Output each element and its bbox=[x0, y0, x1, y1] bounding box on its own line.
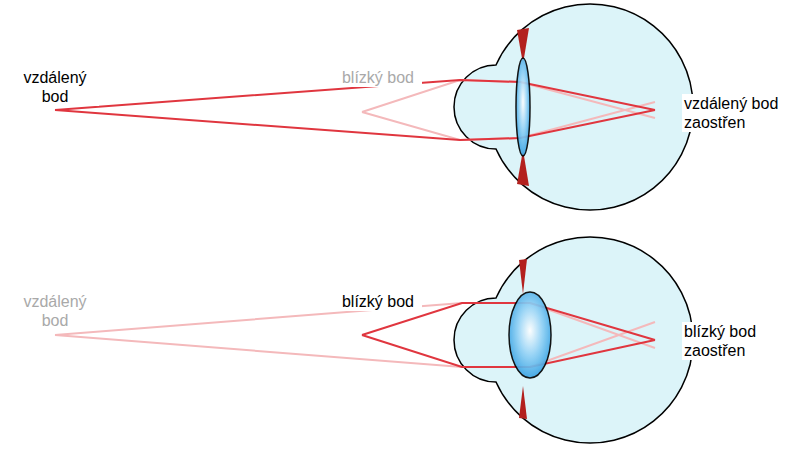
near-point-label: blízký bod bbox=[334, 68, 422, 87]
far-point-label: vzdálený bod bbox=[11, 68, 99, 106]
focus-label: vzdálený bod zaostřen bbox=[682, 94, 794, 132]
near-point-label: blízký bod bbox=[334, 292, 422, 311]
focus-label: blízký bod zaostřen bbox=[682, 322, 794, 360]
eye-bottom bbox=[55, 237, 693, 443]
eye-top bbox=[55, 4, 693, 210]
far-point-label: vzdálený bod bbox=[11, 292, 99, 330]
